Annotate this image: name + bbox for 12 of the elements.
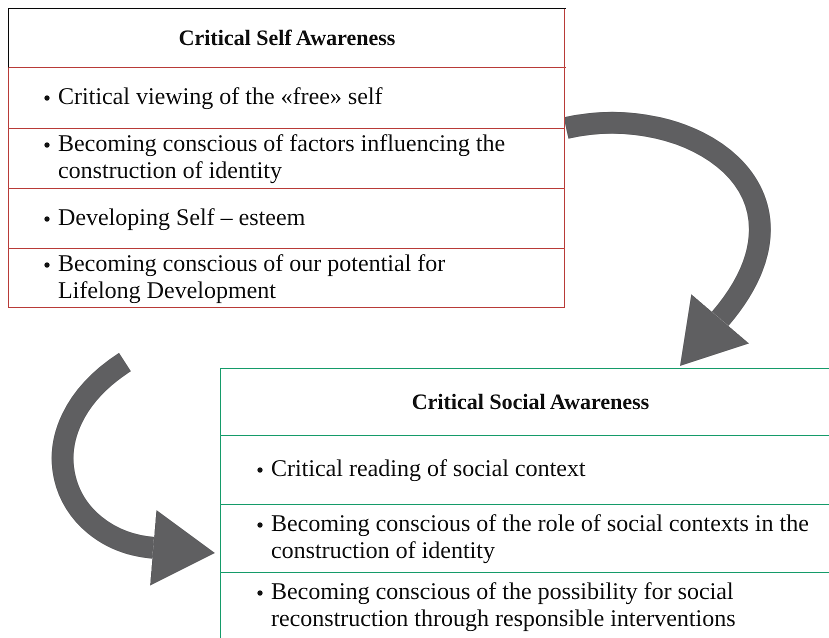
bullet-text: Critical reading of social context xyxy=(271,456,586,483)
table-heading: Critical Social Awareness xyxy=(412,388,650,414)
table-panel xyxy=(8,8,565,308)
bullet-text: Critical viewing of the «free» self xyxy=(58,84,383,111)
bullet-text: Becoming conscious of our potential for Lifelong Development xyxy=(58,251,446,305)
curved-arrow xyxy=(52,353,214,586)
table-panel xyxy=(220,368,829,638)
bullet-text: Becoming conscious of the possibility for social reconstruction through responsible interventions xyxy=(271,579,737,633)
table-heading: Critical Self Awareness xyxy=(178,24,396,50)
bullet-text: Becoming conscious of the role of social contexts in the construction of identity xyxy=(271,511,810,565)
bullet-text: Becoming conscious of factors influencing the construction of identity xyxy=(58,131,506,185)
bullet-text: Developing Self – esteem xyxy=(58,204,306,232)
